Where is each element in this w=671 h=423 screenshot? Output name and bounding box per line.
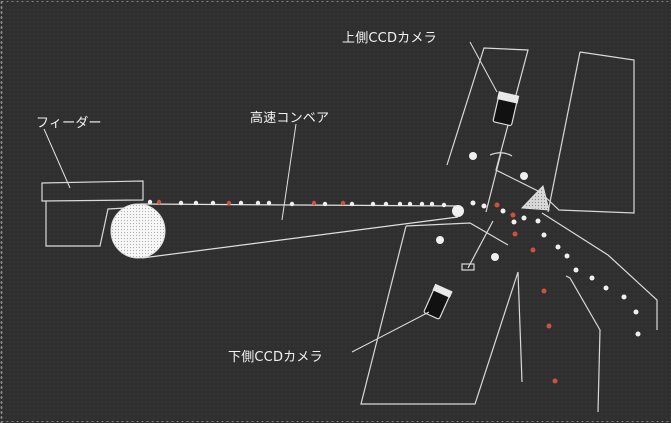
upper-camera-lens (497, 91, 520, 104)
particle-white (210, 200, 216, 206)
upper-housing-inner (547, 51, 581, 213)
particle-white (178, 200, 184, 206)
particle-white (491, 253, 499, 261)
particle-red (340, 200, 346, 206)
upper-camera-label: 上側CCDカメラ (342, 31, 437, 46)
lower-housing-box (360, 225, 523, 405)
feeder-hopper-outline (41, 180, 144, 202)
rejected-particles (530, 247, 558, 384)
particle-white (633, 309, 639, 315)
particle-white (429, 201, 435, 207)
flight-particles (470, 200, 541, 237)
particle-red (510, 212, 516, 218)
feeder-callout-line (43, 128, 71, 189)
particle-white (370, 201, 376, 207)
conveyor-end-roller (452, 205, 464, 217)
frame-bottom-border (0, 420, 671, 423)
particle-white (541, 232, 547, 238)
lower-housing-optic-window (461, 263, 475, 271)
lower-camera-housing (360, 220, 523, 405)
particle-white (589, 275, 595, 281)
upper-housing-optic-window (489, 152, 513, 157)
frame-left-border (0, 0, 3, 423)
particle-red (494, 202, 500, 208)
chute-inner-wall (565, 275, 601, 413)
particle-red (512, 231, 518, 237)
frame-top-border (0, 0, 671, 3)
particle-white (521, 215, 527, 221)
particle-white (322, 201, 328, 207)
sorting-chute (541, 212, 658, 413)
particle-red (546, 323, 552, 329)
particle-white (441, 202, 447, 208)
particle-white (419, 201, 425, 207)
particle-red (156, 199, 162, 205)
lower-housing-particles (436, 236, 499, 261)
particle-red (530, 247, 536, 253)
conveyor-callout-line (281, 123, 297, 221)
particle-white (603, 285, 609, 291)
ejector-nozzle (520, 184, 550, 211)
particle-white (564, 253, 570, 259)
particle-white (621, 294, 627, 300)
particle-red (311, 200, 317, 206)
high-speed-conveyor (110, 203, 464, 259)
particle-red (226, 200, 232, 206)
accepted-particles (541, 232, 641, 337)
conveyor-drum (110, 203, 166, 259)
particle-white (573, 267, 579, 273)
particle-white (147, 199, 153, 205)
particle-white (535, 218, 541, 224)
particle-white (555, 244, 561, 250)
particle-white (635, 331, 641, 337)
upper-housing-optic-path (485, 152, 502, 213)
particle-white (349, 201, 355, 207)
particle-white (470, 200, 476, 206)
particle-white (500, 208, 506, 214)
conveyor-label: 高速コンベア (250, 111, 330, 126)
conveyor-particles (147, 199, 447, 208)
particle-white (436, 236, 444, 244)
lower-camera-lens (432, 283, 453, 298)
particle-white (266, 200, 272, 206)
particle-white (397, 201, 403, 207)
particle-white (289, 201, 295, 207)
chute-outer-wall (541, 212, 658, 330)
particle-red (541, 288, 547, 294)
upper-ccd-camera (492, 91, 520, 127)
lower-housing-optic-path (467, 220, 494, 269)
conveyor-top-belt (139, 203, 459, 207)
lower-camera-label: 下側CCDカメラ (228, 350, 323, 365)
particle-white (383, 201, 389, 207)
particle-white (520, 172, 528, 180)
upper-camera-callout-line (469, 41, 498, 93)
particle-white (193, 200, 199, 206)
particle-white (511, 219, 517, 225)
particle-white (481, 203, 487, 209)
lower-housing-top (405, 222, 509, 246)
particle-white (238, 200, 244, 206)
feeder-label: フィーダー (36, 116, 102, 131)
lower-ccd-camera (423, 283, 453, 320)
particle-white (469, 152, 477, 160)
upper-housing-particles (469, 152, 528, 180)
particle-white (407, 201, 413, 207)
particle-red (552, 378, 558, 384)
conveyor-bottom-belt (141, 216, 459, 259)
feeder (41, 180, 144, 247)
particle-white (255, 200, 261, 206)
feeder-base-outline (45, 201, 144, 247)
lower-camera-callout-line (351, 311, 430, 353)
